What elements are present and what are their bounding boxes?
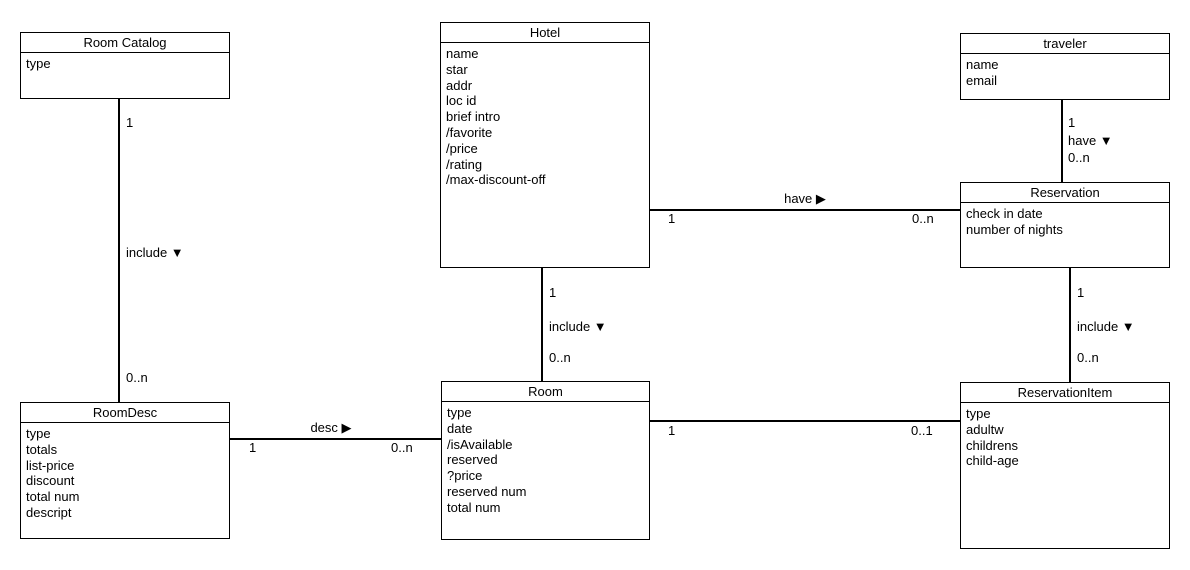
association-line-roomdesc-room bbox=[230, 438, 441, 440]
class-attribute: type bbox=[26, 426, 51, 441]
class-title-roomdesc: RoomDesc bbox=[21, 403, 229, 423]
association-label-hotel-have: have ▶ bbox=[784, 191, 826, 206]
class-attribute: totals bbox=[26, 441, 58, 457]
class-attribute: name bbox=[446, 46, 479, 61]
class-attribute: /max-discount-off bbox=[446, 172, 546, 188]
multiplicity-hotel-reservation-source: 1 bbox=[668, 211, 676, 226]
class-attribute: name bbox=[966, 57, 999, 72]
class-attribute: reserved bbox=[447, 452, 498, 468]
class-attribute: date bbox=[447, 420, 473, 436]
class-attribute: /isAvailable bbox=[447, 436, 513, 452]
class-title-room-catalog: Room Catalog bbox=[21, 33, 229, 53]
class-attribute: discount bbox=[26, 473, 75, 489]
class-attribute: total num bbox=[447, 499, 501, 515]
class-attribute: addr bbox=[446, 77, 473, 93]
multiplicity-traveler-reservation-source: 1 bbox=[1068, 115, 1076, 130]
association-line-hotel-room bbox=[541, 268, 543, 381]
multiplicity-reservation-item-source: 1 bbox=[1077, 285, 1085, 300]
class-attribute: list-price bbox=[26, 457, 75, 473]
class-title-traveler: traveler bbox=[961, 34, 1169, 54]
class-attribute: /favorite bbox=[446, 124, 493, 140]
multiplicity-room-reservationitem-source: 1 bbox=[668, 423, 676, 438]
class-attribute: type bbox=[966, 406, 991, 421]
multiplicity-reservation-item-target: 0..n bbox=[1077, 350, 1099, 365]
class-attribute: check in date bbox=[966, 206, 1043, 221]
association-line-traveler-reservation bbox=[1061, 100, 1063, 182]
class-title-reservation: Reservation bbox=[961, 183, 1169, 203]
association-label-traveler-have: have ▼ bbox=[1068, 133, 1113, 148]
class-attribute: brief intro bbox=[446, 109, 501, 125]
multiplicity-hotel-reservation-target: 0..n bbox=[912, 211, 934, 226]
class-room-catalog: Room Catalog type bbox=[20, 32, 230, 99]
class-attribute: reserved num bbox=[447, 483, 527, 499]
multiplicity-room-reservationitem-target: 0..1 bbox=[911, 423, 933, 438]
class-attribute: descript bbox=[26, 504, 72, 520]
class-attribute: child-age bbox=[966, 453, 1019, 469]
multiplicity-roomdesc-room-source: 1 bbox=[249, 440, 257, 455]
class-attribute: ?price bbox=[447, 468, 483, 484]
class-attribute: type bbox=[26, 56, 51, 71]
class-attribute: /rating bbox=[446, 156, 483, 172]
class-attribute: type bbox=[447, 405, 472, 420]
class-attribute: loc id bbox=[446, 93, 477, 109]
association-label-catalog-include: include ▼ bbox=[126, 245, 184, 260]
association-label-roomdesc-desc: desc ▶ bbox=[310, 420, 352, 435]
association-line-hotel-reservation bbox=[650, 209, 960, 211]
class-attribute: childrens bbox=[966, 437, 1019, 453]
class-attribute: email bbox=[966, 72, 998, 88]
association-line-reservation-reservationitem bbox=[1069, 268, 1071, 382]
class-attribute: number of nights bbox=[966, 221, 1063, 237]
multiplicity-traveler-reservation-target: 0..n bbox=[1068, 150, 1090, 165]
class-title-room: Room bbox=[442, 382, 649, 402]
association-label-hotel-include: include ▼ bbox=[549, 319, 607, 334]
multiplicity-catalog-roomdesc-source: 1 bbox=[126, 115, 134, 130]
association-label-reservation-include: include ▼ bbox=[1077, 319, 1135, 334]
multiplicity-roomdesc-room-target: 0..n bbox=[391, 440, 413, 455]
class-attribute: star bbox=[446, 61, 468, 77]
class-title-hotel: Hotel bbox=[441, 23, 649, 43]
multiplicity-hotel-room-source: 1 bbox=[549, 285, 557, 300]
multiplicity-catalog-roomdesc-target: 0..n bbox=[126, 370, 148, 385]
class-attributes-room-catalog: type bbox=[21, 53, 229, 72]
class-attribute: /price bbox=[446, 140, 478, 156]
association-line-room-reservationitem bbox=[650, 420, 960, 422]
multiplicity-hotel-room-target: 0..n bbox=[549, 350, 571, 365]
class-attribute: adultw bbox=[966, 421, 1004, 437]
association-line-catalog-roomdesc bbox=[118, 99, 120, 402]
class-attribute: total num bbox=[26, 489, 80, 505]
class-title-reservationitem: ReservationItem bbox=[961, 383, 1169, 403]
